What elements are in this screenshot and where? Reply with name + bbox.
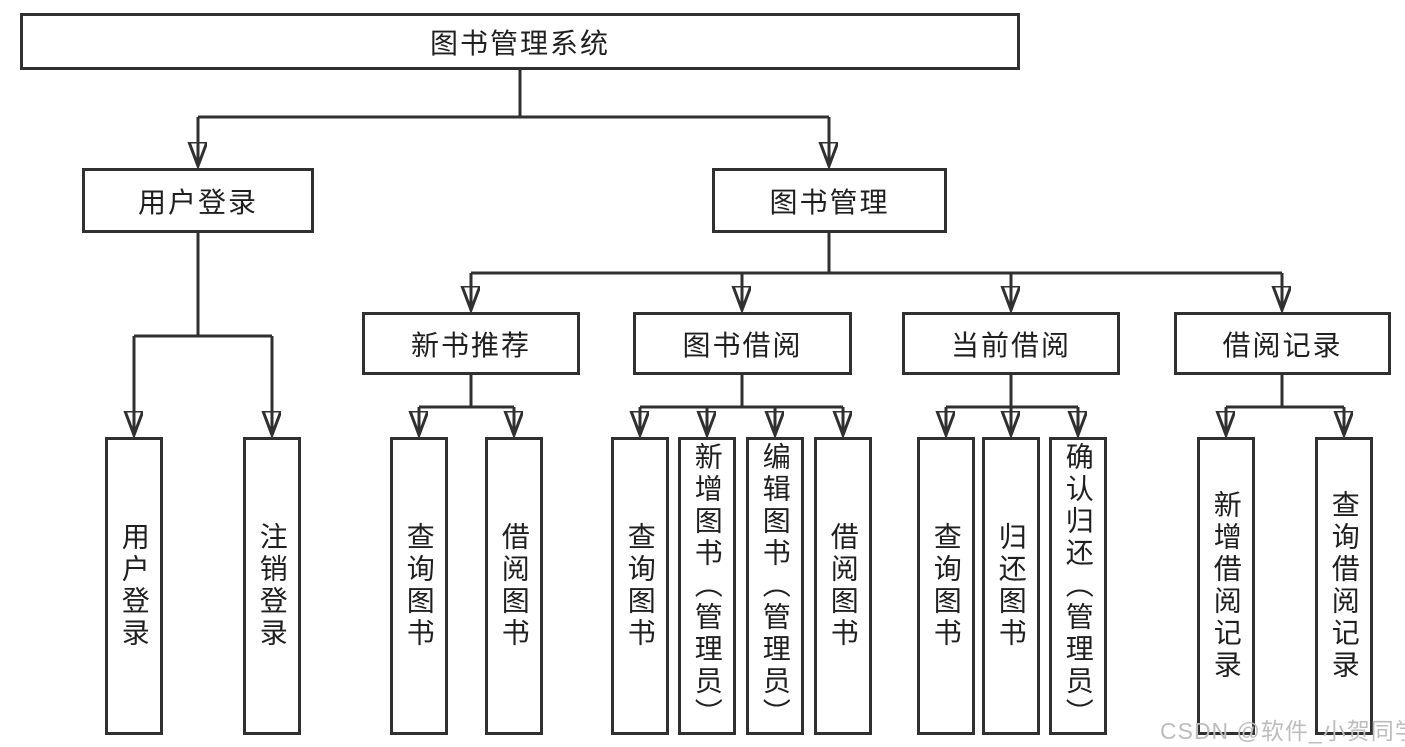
node-label: 查询借阅记录 [1328, 490, 1360, 682]
leaf-logout: 注销登录 [243, 437, 301, 735]
connector-root-to-level2 [198, 70, 829, 166]
node-label: 图书管理 [769, 186, 890, 218]
node-new-book-recommend: 新书推荐 [362, 312, 580, 375]
leaf-borrow-borrow-books: 借阅图书 [814, 437, 872, 735]
node-borrow-records: 借阅记录 [1174, 312, 1391, 375]
leaf-borrow-query-books: 查询图书 [611, 437, 669, 735]
connector-new-book-recommend-to-leaves [419, 375, 514, 435]
node-label: 新增图书（管理员） [691, 442, 723, 730]
node-label: 编辑图书（管理员） [759, 442, 791, 730]
leaf-current-return-books: 归还图书 [982, 437, 1040, 735]
leaf-current-query-books: 查询图书 [917, 437, 975, 735]
watermark-text: CSDN @软件_小贺同学 [1160, 718, 1405, 744]
node-label: 用户登录 [137, 186, 258, 218]
leaf-records-add-borrow-record: 新增借阅记录 [1197, 437, 1255, 735]
connector-user-login-to-leaves [134, 233, 272, 435]
node-label: 新增借阅记录 [1210, 490, 1242, 682]
node-label: 借阅记录 [1222, 329, 1343, 361]
node-label: 用户登录 [118, 522, 150, 650]
node-label: 新书推荐 [410, 329, 531, 361]
node-label: 查询图书 [930, 522, 962, 650]
connector-book-management-to-level3 [471, 233, 1282, 310]
node-label: 借阅图书 [827, 522, 859, 650]
leaf-user-login: 用户登录 [105, 437, 163, 735]
connector-current-borrow-to-leaves [946, 375, 1078, 435]
leaf-current-confirm-return-admin: 确认归还（管理员） [1049, 437, 1107, 735]
leaf-newbooks-query-books: 查询图书 [390, 437, 448, 735]
node-user-login: 用户登录 [82, 168, 314, 233]
node-library-management-system: 图书管理系统 [20, 13, 1020, 70]
leaf-borrow-add-books-admin: 新增图书（管理员） [678, 437, 736, 735]
node-label: 当前借阅 [950, 329, 1071, 361]
leaf-newbooks-borrow-books: 借阅图书 [485, 437, 543, 735]
node-label: 归还图书 [995, 522, 1027, 650]
node-label: 借阅图书 [498, 522, 530, 650]
node-current-borrow: 当前借阅 [902, 312, 1120, 375]
node-label: 确认归还（管理员） [1062, 442, 1094, 730]
node-label: 查询图书 [624, 522, 656, 650]
node-book-management: 图书管理 [712, 168, 947, 233]
leaf-borrow-edit-books-admin: 编辑图书（管理员） [746, 437, 804, 735]
connector-borrow-records-to-leaves [1226, 375, 1344, 435]
node-label: 注销登录 [256, 522, 288, 650]
leaf-records-query-borrow-record: 查询借阅记录 [1315, 437, 1373, 735]
connector-book-borrow-to-leaves [640, 375, 843, 435]
node-label: 图书借阅 [682, 329, 803, 361]
node-book-borrow: 图书借阅 [633, 312, 852, 375]
node-label: 图书管理系统 [429, 27, 610, 59]
node-label: 查询图书 [403, 522, 435, 650]
